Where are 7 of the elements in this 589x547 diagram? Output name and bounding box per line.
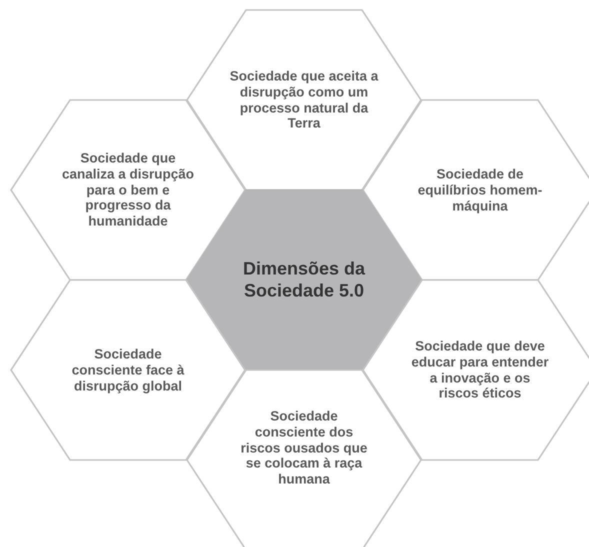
dimension-text: Sociedade consciente dos riscos ousados que se colocam à raça humana	[240, 408, 368, 488]
dimension-text: Sociedade que canaliza a disrupção para o bem e progresso da humanidade	[60, 150, 196, 230]
dimension-text: Sociedade consciente face à disrupção global	[70, 346, 186, 394]
dimension-text: Sociedade que aceita a disrupção como um processo natural da Terra	[229, 68, 379, 132]
central-title: Dimensões da Sociedade 5.0	[242, 258, 366, 302]
dimension-text: Sociedade que deve educar para entender a inovação e os riscos éticos	[410, 338, 550, 402]
dimension-text: Sociedade de equilíbrios homem-máquina	[416, 166, 544, 214]
